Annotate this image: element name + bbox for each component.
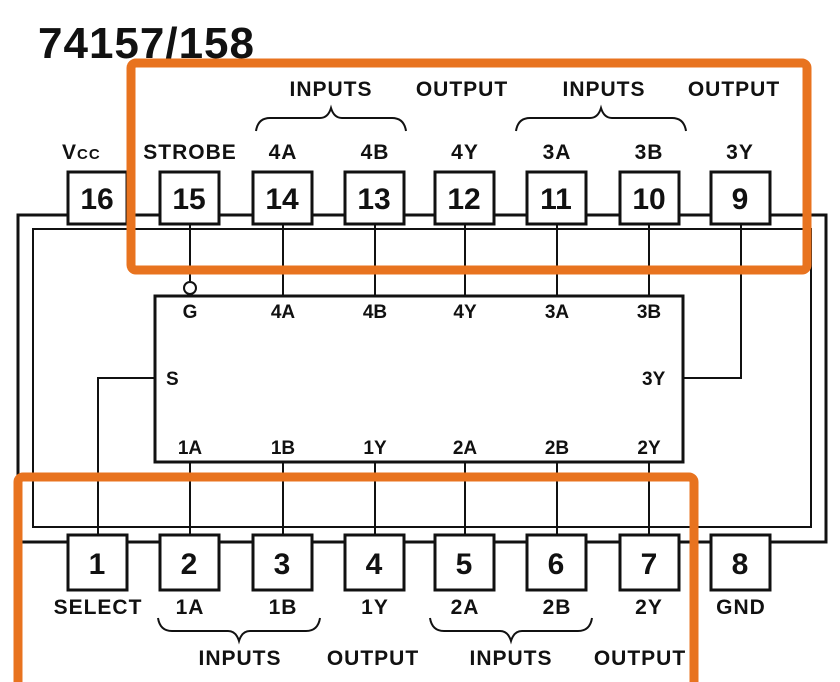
wire-3y [683,224,742,379]
pin-label: 2A [451,596,480,619]
pin-number: 16 [80,183,113,216]
pin-2-box [158,533,221,592]
pin-number: 9 [732,183,749,216]
group-label: INPUTS [198,647,281,670]
pin-label: SELECT [54,596,143,619]
pin-label: 2Y [635,596,663,619]
mux-block [153,294,685,464]
pin-5-box [433,533,496,592]
package-inner-outline [32,228,812,528]
pin-number: 14 [265,183,299,216]
bottom-group-labels: INPUTS OUTPUT INPUTS OUTPUT [198,647,686,670]
internal-label: 1B [271,438,295,459]
pin-label: 3A [543,141,572,164]
pin-11-box [525,170,588,226]
internal-select-label: S [166,369,179,390]
pin-label: STROBE [143,141,237,164]
internal-label: 2Y [637,438,661,459]
internal-label: G [183,302,198,323]
pin-label: 1Y [361,596,389,619]
group-label: INPUTS [562,78,645,101]
pin-3-box [251,533,314,592]
pin-9-box [709,170,772,226]
group-label: INPUTS [289,78,372,101]
vcc-label: VCC [62,141,101,164]
group-label: OUTPUT [416,78,508,101]
pin-14-box [251,170,314,226]
pin-16-box [66,170,129,226]
internal-top-labels: G 4A 4B 4Y 3A 3B [183,302,662,323]
highlight-bottom-pins [13,472,699,682]
pin-number: 7 [641,548,658,581]
internal-label: 2B [545,438,569,459]
pin-10-box [618,170,681,226]
pin-label: 4A [269,141,298,164]
internal-label: 1Y [363,438,387,459]
highlight-top-pins [126,58,812,275]
pin-15-box [158,170,221,226]
group-label: INPUTS [469,647,552,670]
pin-label: 3Y [726,141,754,164]
internal-output-label: 3Y [642,369,666,390]
pin-number: 10 [632,183,665,216]
wire-select [97,377,155,535]
internal-label: 4Y [453,302,477,323]
pin-number: 6 [548,548,565,581]
top-group-labels: INPUTS OUTPUT INPUTS OUTPUT [289,78,780,101]
top-pin-labels: STROBE 4A 4B 4Y 3A 3B 3Y [143,141,754,164]
pin-label: 4B [361,141,390,164]
group-label: OUTPUT [688,78,780,101]
top-pin-numbers: 16 15 14 13 12 11 10 9 [80,183,748,216]
pin-label: 2B [543,596,572,619]
pin-label: GND [716,596,766,619]
internal-label: 3B [637,302,661,323]
pin-8-box [709,533,772,592]
pin-number: 3 [274,548,291,581]
pin-number: 2 [181,548,198,581]
group-label: OUTPUT [594,647,686,670]
internal-label: 3A [545,302,570,323]
pin-label: 1A [176,596,205,619]
pin-label: 1B [269,596,298,619]
pin-label: 4Y [451,141,479,164]
bottom-brace-right [429,617,593,645]
pin-number: 4 [366,548,383,581]
pin-6-box [525,533,588,592]
pin-number: 5 [456,548,473,581]
top-brace-right [515,104,687,132]
pin-number: 15 [172,183,205,216]
internal-label: 4A [271,302,296,323]
internal-label: 4B [363,302,387,323]
bottom-pin-numbers: 1 2 3 4 5 6 7 8 [89,548,749,581]
pin-label: 3B [635,141,664,164]
bottom-pin-labels: SELECT 1A 1B 1Y 2A 2B 2Y GND [54,596,766,619]
bottom-brace-left [157,617,321,645]
pin-number: 11 [540,183,572,216]
pin-number: 13 [357,183,390,216]
pin-12-box [433,170,496,226]
internal-label: 1A [178,438,203,459]
pin-1-box [66,533,129,592]
pin-number: 8 [732,548,749,581]
top-brace-left [255,104,407,132]
internal-label: 2A [453,438,478,459]
inverter-bubble [183,281,197,295]
package-outline [16,213,828,544]
pin-number: 1 [89,548,106,581]
pin-4-box [343,533,406,592]
bottom-pin-boxes [66,533,772,592]
group-label: OUTPUT [327,647,419,670]
internal-bottom-labels: 1A 1B 1Y 2A 2B 2Y [178,438,661,459]
pin-number: 12 [447,183,480,216]
